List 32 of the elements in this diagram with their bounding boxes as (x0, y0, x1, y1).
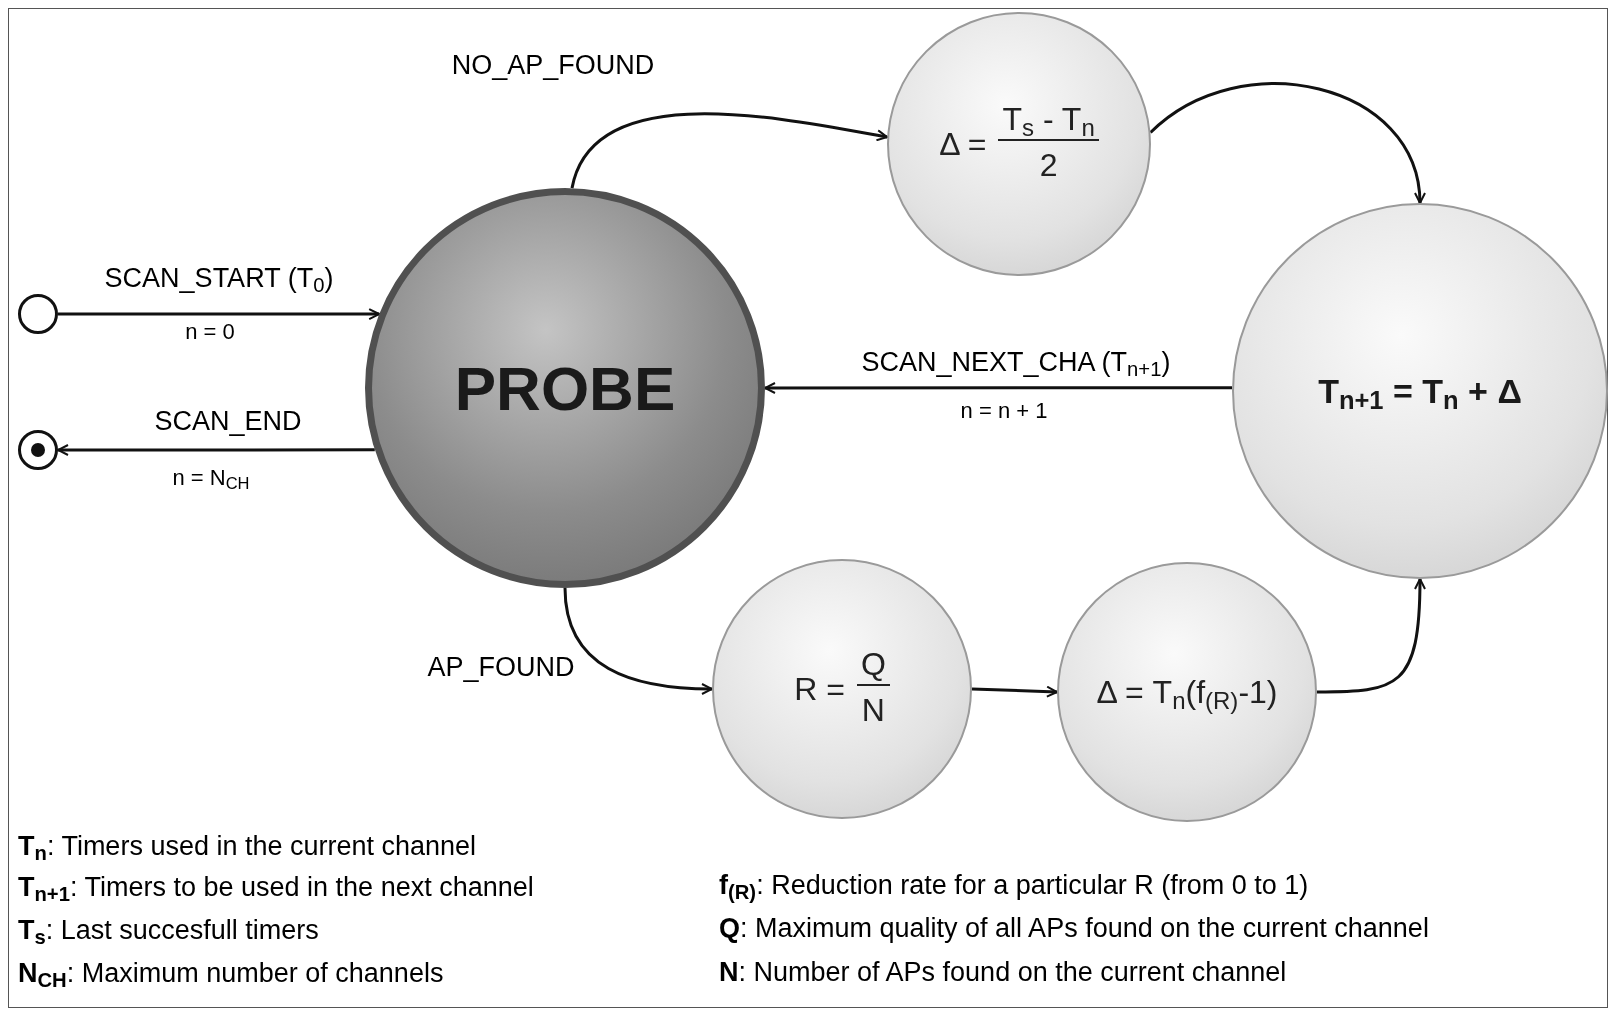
formula: Δ = T$_{n}$(f$_{(R)}$-1) (1096, 673, 1278, 716)
transition-arrow (971, 685, 1058, 698)
transition-arrow (570, 112, 889, 189)
state-label: PROBE (454, 352, 676, 425)
formula: T$_{n+1}$ = T$_{n}$ + Δ (1318, 370, 1522, 416)
definition-text: T$_{n}$: Timers used in the current channel (18, 830, 477, 861)
transition-arrow (57, 444, 375, 456)
definition-text: Q: Maximum quality of all APs found on the current channel (719, 912, 1429, 943)
fraction-numerator: T$_{s}$ - T$_{n}$ (998, 99, 1099, 141)
final-state (18, 430, 58, 470)
transition-arrow (58, 308, 381, 321)
definition-text: N: Number of APs found on the current channel (719, 956, 1287, 987)
guard-label: n = n + 1 (960, 397, 1048, 423)
transition-arrow (1317, 578, 1426, 694)
edge-label: NO_AP_FOUND (451, 49, 655, 80)
fraction-numerator: Q (856, 644, 890, 686)
formula-lhs: R = (794, 670, 845, 709)
fraction-denominator: N (861, 691, 885, 730)
definition-text: N$_{CH}$: Maximum number of channels (18, 957, 444, 988)
formula-lhs: Δ = (939, 125, 987, 164)
guard-label: n = 0 (185, 318, 235, 344)
edge-label: SCAN_END (154, 405, 302, 436)
edge-label: AP_FOUND (427, 651, 575, 682)
definition-text: T$_{n+1}$: Timers to be used in the next channel (18, 871, 534, 902)
guard-label: n = N$_{CH}$ (172, 464, 250, 490)
fraction-denominator: 2 (1039, 146, 1058, 185)
edge-label: SCAN_START (T$_{0}$) (104, 262, 334, 293)
transition-arrow (563, 587, 713, 695)
edge-label: SCAN_NEXT_CHA (T$_{n+1}$) (861, 346, 1171, 377)
initial-state (18, 294, 58, 334)
transition-arrow (764, 382, 1233, 394)
definition-text: T$_{s}$: Last succesfull timers (18, 914, 319, 945)
